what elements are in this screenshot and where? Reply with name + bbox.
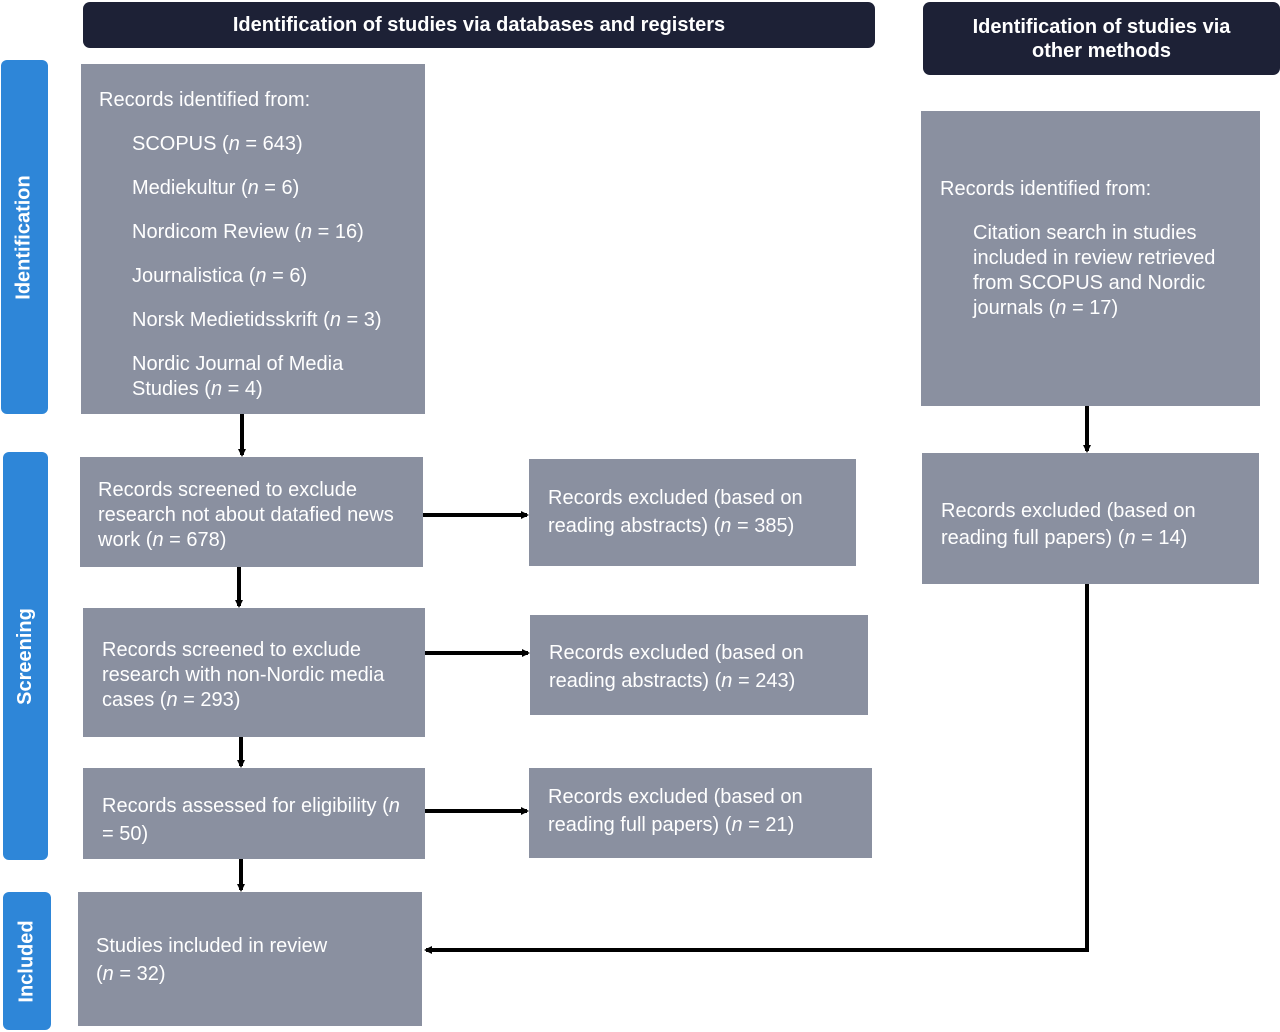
excluded3-text: Records excluded (based on reading full … [548, 786, 803, 836]
excluded-other-box: Records excluded (based on reading full … [922, 453, 1259, 584]
excluded1-text: Records excluded (based on reading abstr… [548, 487, 803, 537]
screen2-box: Records screened to exclude research wit… [83, 608, 425, 737]
eligibility-text: Records assessed for eligibility (n = 50… [102, 795, 400, 845]
excluded2-box: Records excluded (based on reading abstr… [530, 615, 868, 715]
source-item: SCOPUS (n = 643) [132, 133, 303, 155]
header-databases: Identification of studies via databases … [83, 2, 875, 48]
stage-included: Included [3, 892, 51, 1030]
identification-other-heading: Records identified from: [940, 178, 1152, 200]
screen2-text: Records screened to exclude research wit… [102, 639, 385, 711]
eligibility-box: Records assessed for eligibility (n = 50… [83, 768, 425, 859]
header-other-methods: Identification of studies via other meth… [923, 2, 1280, 75]
arrow-other-to-included [424, 584, 1089, 954]
stage-identification: Identification [1, 60, 48, 414]
screen1-box: Records screened to exclude research not… [80, 457, 423, 567]
source-item: Nordicom Review (n = 16) [132, 221, 364, 243]
source-item: Mediekultur (n = 6) [132, 177, 300, 199]
stage-screening: Screening [3, 452, 48, 860]
identification-other-text: Citation search in studies included in r… [973, 222, 1216, 319]
source-item: Norsk Medietidsskrift (n = 3) [132, 309, 382, 331]
identification-db-heading: Records identified from: [99, 89, 311, 111]
included-box: Studies included in review (n = 32) [78, 892, 422, 1026]
included-text: Studies included in review [96, 935, 328, 957]
identification-db-box: Records identified from: SCOPUS (n = 643… [81, 64, 425, 414]
header-databases-label: Identification of studies via databases … [232, 14, 726, 36]
screen1-text: Records screened to exclude research not… [98, 479, 394, 551]
source-item: Journalistica (n = 6) [132, 265, 308, 287]
excluded1-box: Records excluded (based on reading abstr… [529, 459, 856, 566]
header-other-methods-label: Identification of studies via other meth… [972, 15, 1231, 62]
excluded3-box: Records excluded (based on reading full … [529, 768, 872, 858]
included-count: (n = 32) [96, 963, 166, 985]
identification-other-box: Records identified from: Citation search… [921, 111, 1260, 406]
excluded2-text: Records excluded (based on reading abstr… [549, 642, 804, 692]
excluded-other-text: Records excluded (based on reading full … [941, 500, 1196, 549]
source-item: Nordic Journal of Media Studies (n = 4) [132, 353, 344, 400]
